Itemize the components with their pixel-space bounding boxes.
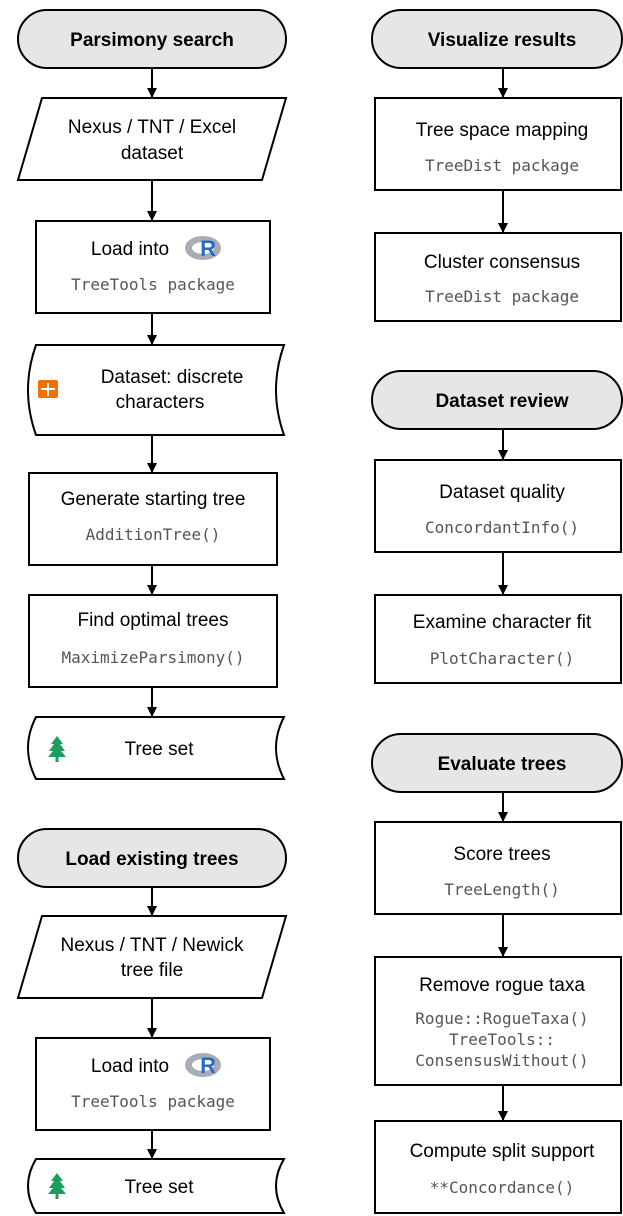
cluster-consensus-code: TreeDist package xyxy=(425,287,579,306)
rogue-taxa-node: Remove rogue taxa Rogue::RogueTaxa() Tre… xyxy=(374,956,622,1086)
r-logo-icon: R xyxy=(185,1053,221,1078)
evaluate-trees-terminator: Evaluate trees xyxy=(371,733,623,793)
dataset-quality-node: Dataset quality ConcordantInfo() xyxy=(374,459,622,553)
dataset-storage-node: Dataset: discrete characters xyxy=(27,344,286,436)
visualize-terminator: Visualize results xyxy=(371,9,623,69)
score-trees-node: Score trees TreeLength() xyxy=(374,821,622,915)
character-fit-code: PlotCharacter() xyxy=(430,649,575,668)
cluster-consensus-node: Cluster consensus TreeDist package xyxy=(374,232,622,322)
optimal-trees-label: Find optimal trees xyxy=(77,610,228,631)
rogue-taxa-code-line-2: TreeTools:: xyxy=(449,1030,555,1049)
load-existing-title: Load existing trees xyxy=(65,849,238,870)
existing-input-line-1: Nexus / TNT / Newick xyxy=(60,935,244,956)
parsimony-search-title: Parsimony search xyxy=(70,30,234,51)
tree-set-node-2: Tree set xyxy=(27,1158,286,1214)
optimal-trees-node: Find optimal trees MaximizeParsimony() xyxy=(28,594,278,688)
score-trees-code: TreeLength() xyxy=(444,880,560,899)
split-support-code: **Concordance() xyxy=(430,1178,575,1197)
score-trees-label: Score trees xyxy=(453,844,550,865)
tree-space-mapping-code: TreeDist package xyxy=(425,156,579,175)
tree-set-label-1: Tree set xyxy=(125,739,195,760)
parsimony-input-line-1: Nexus / TNT / Excel xyxy=(68,117,236,138)
parsimony-input-node: Nexus / TNT / Excel dataset xyxy=(16,97,288,181)
dataset-label-line-1: Dataset: discrete xyxy=(101,367,244,388)
rogue-taxa-code-line-1: Rogue::RogueTaxa() xyxy=(415,1009,588,1028)
tree-space-mapping-label: Tree space mapping xyxy=(416,120,589,141)
dataset-review-title: Dataset review xyxy=(435,391,568,412)
table-icon xyxy=(38,380,58,398)
starting-tree-code: AdditionTree() xyxy=(86,525,221,544)
character-fit-label: Examine character fit xyxy=(413,612,592,633)
existing-load-node: Load into R TreeTools package xyxy=(35,1037,271,1131)
tree-set-node-1: Tree set xyxy=(27,716,286,780)
parsimony-load-node: Load into R TreeTools package xyxy=(35,220,271,314)
split-support-label: Compute split support xyxy=(410,1141,596,1162)
svg-text:R: R xyxy=(200,236,216,261)
tree-icon xyxy=(48,1173,66,1199)
existing-input-node: Nexus / TNT / Newick tree file xyxy=(16,915,288,999)
rogue-taxa-code-line-3: ConsensusWithout() xyxy=(415,1051,588,1070)
existing-load-label: Load into xyxy=(91,1056,169,1077)
character-fit-node: Examine character fit PlotCharacter() xyxy=(374,594,622,684)
tree-space-mapping-node: Tree space mapping TreeDist package xyxy=(374,97,622,191)
dataset-review-terminator: Dataset review xyxy=(371,370,623,430)
visualize-title: Visualize results xyxy=(428,30,577,51)
parsimony-input-line-2: dataset xyxy=(121,143,184,164)
existing-input-line-2: tree file xyxy=(121,960,183,981)
optimal-trees-code: MaximizeParsimony() xyxy=(61,648,244,667)
rogue-taxa-label: Remove rogue taxa xyxy=(419,975,585,996)
split-support-node: Compute split support **Concordance() xyxy=(374,1120,622,1214)
cluster-consensus-label: Cluster consensus xyxy=(424,252,580,273)
dataset-quality-label: Dataset quality xyxy=(439,482,565,503)
parsimony-load-label: Load into xyxy=(91,239,169,260)
svg-text:R: R xyxy=(200,1053,216,1078)
starting-tree-node: Generate starting tree AdditionTree() xyxy=(28,472,278,566)
dataset-label-line-2: characters xyxy=(116,392,205,413)
parsimony-load-code: TreeTools package xyxy=(71,275,235,294)
r-logo-icon: R xyxy=(185,236,221,261)
parsimony-search-terminator: Parsimony search xyxy=(17,9,287,69)
load-existing-terminator: Load existing trees xyxy=(17,828,287,888)
existing-load-code: TreeTools package xyxy=(71,1092,235,1111)
evaluate-trees-title: Evaluate trees xyxy=(438,754,567,775)
tree-set-label-2: Tree set xyxy=(125,1177,195,1198)
starting-tree-label: Generate starting tree xyxy=(61,489,246,510)
dataset-quality-code: ConcordantInfo() xyxy=(425,518,579,537)
tree-icon xyxy=(48,736,66,762)
